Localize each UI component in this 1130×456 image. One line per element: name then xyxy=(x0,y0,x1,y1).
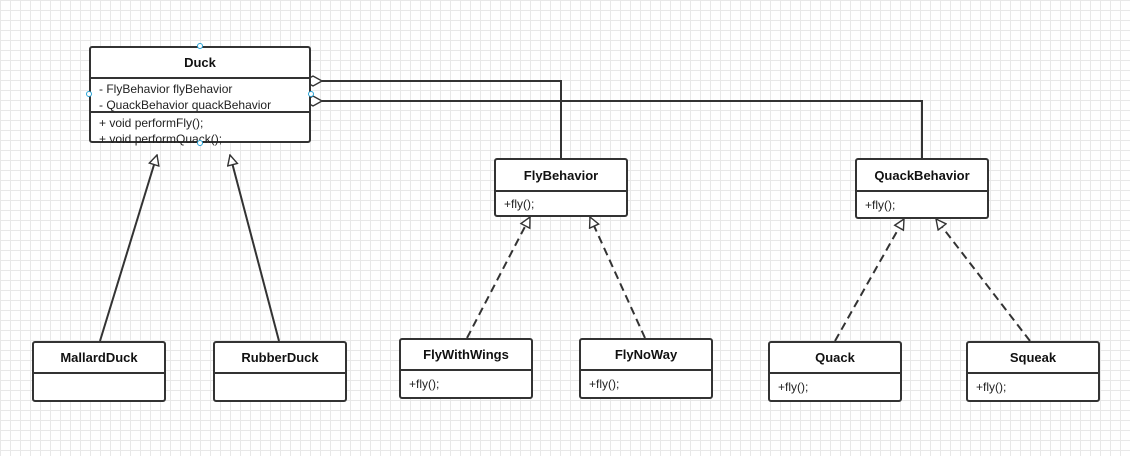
realization-quack-quackbehavior[interactable] xyxy=(834,219,905,342)
aggregation-duck-flybehavior[interactable] xyxy=(322,81,562,158)
class-squeak[interactable]: Squeak +fly(); xyxy=(966,341,1100,402)
class-quackbehavior-name: QuackBehavior xyxy=(857,160,987,192)
class-duck-name: Duck xyxy=(91,48,309,79)
class-flynoway[interactable]: FlyNoWay +fly(); xyxy=(579,338,713,399)
class-quack[interactable]: Quack +fly(); xyxy=(768,341,902,402)
class-flywithwings-method-fly: +fly(); xyxy=(409,377,440,391)
realization-squeak-quackbehavior[interactable] xyxy=(936,219,1031,342)
selection-handle-right[interactable] xyxy=(308,91,314,97)
class-rubberduck[interactable]: RubberDuck xyxy=(213,341,347,402)
class-duck[interactable]: Duck - FlyBehavior flyBehavior - QuackBe… xyxy=(89,46,311,146)
class-flynoway-name: FlyNoWay xyxy=(581,340,711,371)
realization-flywithwings-flybehavior[interactable] xyxy=(466,217,531,339)
class-squeak-name: Squeak xyxy=(968,343,1098,374)
class-rubberduck-name: RubberDuck xyxy=(215,343,345,374)
class-squeak-methods: +fly(); xyxy=(968,374,1098,395)
aggregation-duck-quackbehavior[interactable] xyxy=(322,101,923,158)
class-duck-method-performfly: + void performFly(); xyxy=(99,116,204,130)
class-quackbehavior-method-fly: +fly(); xyxy=(865,198,896,212)
selection-handle-top[interactable] xyxy=(197,43,203,49)
class-flynoway-methods: +fly(); xyxy=(581,371,711,392)
class-flybehavior[interactable]: FlyBehavior +fly(); xyxy=(494,158,628,217)
class-flynoway-method-fly: +fly(); xyxy=(589,377,620,391)
class-flywithwings[interactable]: FlyWithWings +fly(); xyxy=(399,338,533,399)
class-flybehavior-method-fly: +fly(); xyxy=(504,197,535,211)
generalization-mallardduck-duck[interactable] xyxy=(99,155,157,342)
class-flybehavior-methods: +fly(); xyxy=(496,192,626,212)
realization-flynoway-flybehavior[interactable] xyxy=(590,217,646,339)
class-quack-method-fly: +fly(); xyxy=(778,380,809,394)
class-duck-attributes: - FlyBehavior flyBehavior - QuackBehavio… xyxy=(91,79,309,112)
generalization-rubberduck-duck[interactable] xyxy=(230,155,280,342)
class-flybehavior-name: FlyBehavior xyxy=(496,160,626,192)
class-squeak-method-fly: +fly(); xyxy=(976,380,1007,394)
class-duck-method-performquack: + void performQuack(); xyxy=(99,132,223,146)
class-duck-methods: + void performFly(); + void performQuack… xyxy=(91,111,309,147)
class-mallardduck-name: MallardDuck xyxy=(34,343,164,374)
class-quackbehavior[interactable]: QuackBehavior +fly(); xyxy=(855,158,989,219)
class-quack-methods: +fly(); xyxy=(770,374,900,395)
class-duck-attribute-quack: - QuackBehavior quackBehavior xyxy=(99,98,272,112)
class-duck-attribute-fly: - FlyBehavior flyBehavior xyxy=(99,82,233,96)
class-quack-name: Quack xyxy=(770,343,900,374)
class-flywithwings-methods: +fly(); xyxy=(401,371,531,392)
selection-handle-bottom[interactable] xyxy=(197,140,203,146)
class-mallardduck[interactable]: MallardDuck xyxy=(32,341,166,402)
class-quackbehavior-methods: +fly(); xyxy=(857,192,987,213)
class-flywithwings-name: FlyWithWings xyxy=(401,340,531,371)
selection-handle-left[interactable] xyxy=(86,91,92,97)
